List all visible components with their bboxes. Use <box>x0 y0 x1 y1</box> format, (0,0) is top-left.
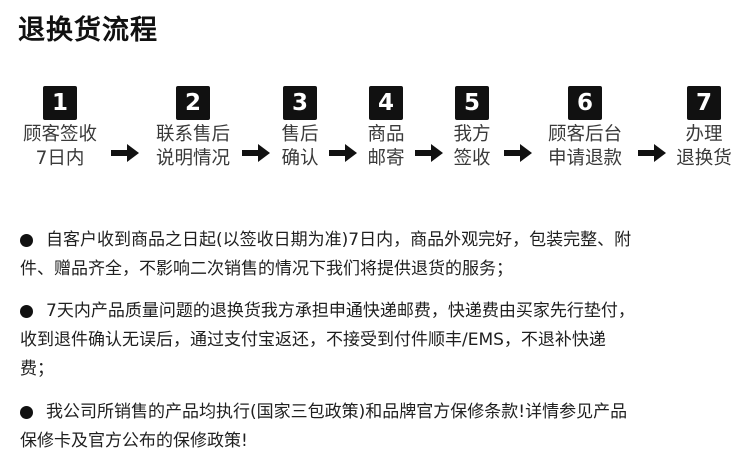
step-label-line-2: 申请退款 <box>547 148 622 169</box>
policy-text: 自客户收到商品之日起(以签收日期为准)7日内，商品外观完好，包装完整、附 件、赠… <box>20 226 730 284</box>
policy-item: 我公司所销售的产品均执行(国家三包政策)和品牌官方保修条款!详情参见产品 保修卡… <box>20 398 730 456</box>
step-label-line-2: 说明情况 <box>155 148 230 169</box>
policy-text: 我公司所销售的产品均执行(国家三包政策)和品牌官方保修条款!详情参见产品 保修卡… <box>20 398 730 456</box>
policy-item: 自客户收到商品之日起(以签收日期为准)7日内，商品外观完好，包装完整、附 件、赠… <box>20 226 730 284</box>
step-3: 3 售后 确认 <box>240 86 360 171</box>
step-number-badge: 3 <box>283 86 317 120</box>
step-7: 7 办理 退换货 <box>644 86 746 171</box>
arrow-right-icon <box>504 144 532 162</box>
policy-text: 7天内产品质量问题的退换货我方承担申通快递邮费，快递费由买家先行垫付， 收到退件… <box>20 297 730 384</box>
step-label: 联系售后 说明情况 <box>133 123 253 171</box>
step-label: 顾客签收 7日内 <box>0 123 120 171</box>
step-label-line-1: 顾客签收 <box>22 124 97 145</box>
arrow-right-icon <box>329 144 357 162</box>
step-label: 我方 签收 <box>412 123 532 171</box>
policy-line: 自客户收到商品之日起(以签收日期为准)7日内，商品外观完好，包装完整、附 <box>46 230 632 250</box>
step-number-badge: 6 <box>568 86 602 120</box>
step-number-badge: 5 <box>455 86 489 120</box>
policy-item: 7天内产品质量问题的退换货我方承担申通快递邮费，快递费由买家先行垫付， 收到退件… <box>20 297 730 384</box>
arrow-right-icon <box>638 144 666 162</box>
step-label-line-2: 签收 <box>453 148 491 169</box>
step-6: 6 顾客后台 申请退款 <box>525 86 645 171</box>
policy-line: 保修卡及官方公布的保修政策! <box>20 431 248 451</box>
step-number-badge: 1 <box>43 86 77 120</box>
policy-line: 我公司所销售的产品均执行(国家三包政策)和品牌官方保修条款!详情参见产品 <box>46 402 628 422</box>
step-label-line-1: 联系售后 <box>155 124 230 145</box>
step-label-line-2: 确认 <box>281 148 319 169</box>
policy-line: 费； <box>20 359 54 379</box>
step-label-line-1: 办理 <box>685 124 723 145</box>
step-2: 2 联系售后 说明情况 <box>133 86 253 171</box>
arrow-right-icon <box>242 144 270 162</box>
bullet-dot-icon <box>20 305 33 318</box>
step-number-badge: 4 <box>369 86 403 120</box>
process-steps: 1 顾客签收 7日内 2 联系售后 说明情况 3 售后 确认 4 商品 邮寄 <box>0 86 746 186</box>
bullet-dot-icon <box>20 234 33 247</box>
step-label: 办理 退换货 <box>644 123 746 171</box>
step-label-line-2: 退换货 <box>676 148 732 169</box>
policy-line: 7天内产品质量问题的退换货我方承担申通快递邮费，快递费由买家先行垫付， <box>46 301 635 321</box>
step-label-line-1: 我方 <box>453 124 491 145</box>
step-number-badge: 2 <box>176 86 210 120</box>
step-label: 售后 确认 <box>240 123 360 171</box>
step-5: 5 我方 签收 <box>412 86 532 171</box>
step-label-line-1: 售后 <box>281 124 319 145</box>
step-label-line-2: 7日内 <box>35 148 85 169</box>
policy-line: 件、赠品齐全，不影响二次销售的情况下我们将提供退货的服务； <box>20 259 513 279</box>
step-4: 4 商品 邮寄 <box>326 86 446 171</box>
step-label: 商品 邮寄 <box>326 123 446 171</box>
step-1: 1 顾客签收 7日内 <box>0 86 120 171</box>
page-title: 退换货流程 <box>18 15 158 46</box>
bullet-dot-icon <box>20 406 33 419</box>
policy-line: 收到退件确认无误后，通过支付宝返还，不接受到付件顺丰/EMS，不退补快递 <box>20 330 606 350</box>
step-label-line-1: 商品 <box>367 124 405 145</box>
step-number-badge: 7 <box>687 86 721 120</box>
step-label-line-2: 邮寄 <box>367 148 405 169</box>
step-label-line-1: 顾客后台 <box>547 124 622 145</box>
arrow-right-icon <box>415 144 443 162</box>
arrow-right-icon <box>111 144 139 162</box>
step-label: 顾客后台 申请退款 <box>525 123 645 171</box>
